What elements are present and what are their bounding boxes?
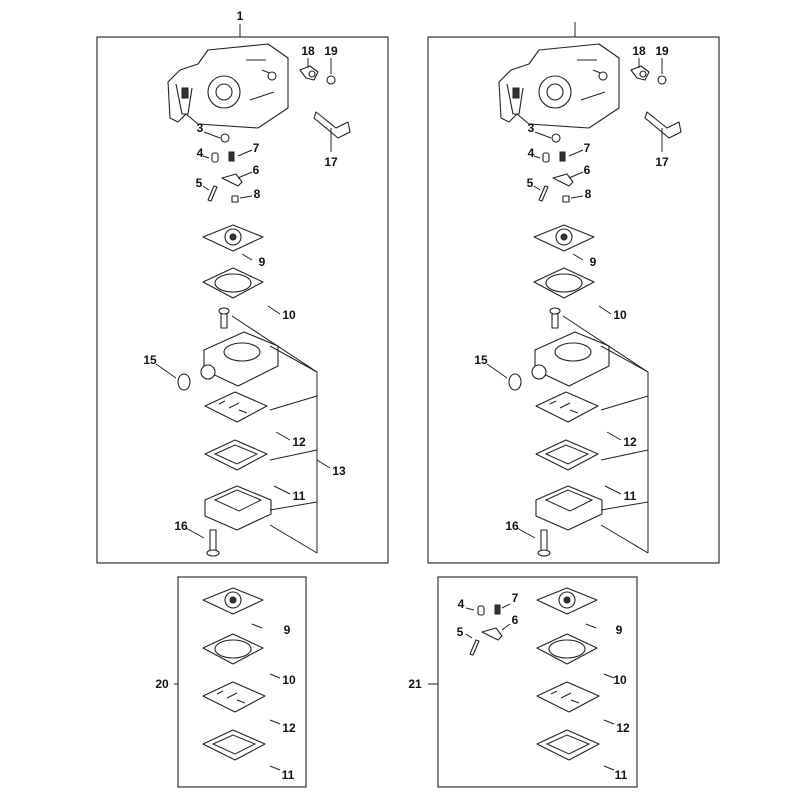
callout-8: 8	[254, 187, 261, 201]
callout-12: 12	[282, 721, 296, 735]
gasket-kit-21-panel: 21 4 7 5 6 9 10 12 11	[408, 576, 638, 788]
callout-10: 10	[282, 308, 296, 322]
callout-9: 9	[284, 623, 291, 637]
callout-17: 17	[324, 155, 338, 169]
callout-11: 11	[282, 768, 295, 782]
callout-4: 4	[528, 146, 535, 160]
callout-7: 7	[253, 141, 260, 155]
callout-12: 12	[616, 721, 630, 735]
callout-4: 4	[458, 597, 465, 611]
callout-18: 18	[301, 44, 315, 58]
callout-9: 9	[590, 255, 597, 269]
callout-16: 16	[505, 519, 519, 533]
callout-6: 6	[512, 613, 519, 627]
callout-11: 11	[624, 489, 637, 503]
callout-5: 5	[527, 176, 534, 190]
callout-11: 11	[615, 768, 628, 782]
gasket-kit-20-panel: 20 9 10 12 11	[155, 576, 307, 788]
callout-21: 21	[408, 677, 422, 691]
main-assembly-panel: 1 18 19 3 7 4 6 5 8 17 9 10 15 12 13 11 …	[96, 9, 389, 564]
callout-10: 10	[613, 308, 627, 322]
callout-6: 6	[253, 163, 260, 177]
alternate-assembly-panel: 18 19 3 7 4 6 5 8 17 9 10 15 12 11 16	[427, 22, 720, 564]
callout-4: 4	[197, 146, 204, 160]
callout-10: 10	[613, 673, 627, 687]
callout-20: 20	[155, 677, 169, 691]
callout-15: 15	[143, 353, 157, 367]
callout-6: 6	[584, 163, 591, 177]
callout-12: 12	[292, 435, 306, 449]
callout-9: 9	[259, 255, 266, 269]
callout-5: 5	[196, 176, 203, 190]
callout-7: 7	[584, 141, 591, 155]
callout-8: 8	[585, 187, 592, 201]
callout-16: 16	[174, 519, 188, 533]
callout-18: 18	[632, 44, 646, 58]
callout-19: 19	[655, 44, 669, 58]
callout-7: 7	[512, 591, 519, 605]
callout-19: 19	[324, 44, 338, 58]
callout-10: 10	[282, 673, 296, 687]
callout-17: 17	[655, 155, 669, 169]
callout-9: 9	[616, 623, 623, 637]
callout-3: 3	[197, 121, 204, 135]
callout-13: 13	[332, 464, 346, 478]
callout-15: 15	[474, 353, 488, 367]
callout-3: 3	[528, 121, 535, 135]
callout-1: 1	[237, 9, 244, 23]
callout-11: 11	[293, 489, 306, 503]
callout-5: 5	[457, 625, 464, 639]
callout-12: 12	[623, 435, 637, 449]
